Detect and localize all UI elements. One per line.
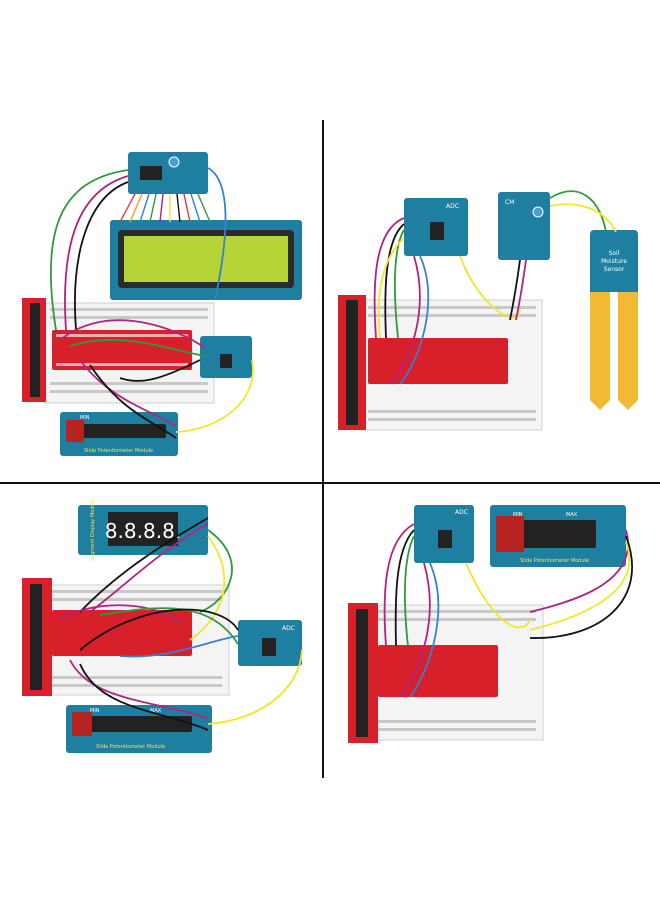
- adc-label: ADC: [446, 203, 459, 210]
- sensor-line2: Moisture: [601, 258, 627, 265]
- sensor-line3: Sensor: [604, 266, 625, 273]
- display-digits: 8.8.8.8.: [105, 519, 181, 543]
- soil-moisture-sensor: Soil Moisture Sensor: [590, 230, 638, 410]
- slide-pot-label: Slide Potentiometer Module: [96, 744, 165, 750]
- min-label: MIN: [80, 415, 90, 421]
- display-side-label: Segment Display Module: [90, 499, 96, 561]
- max-label: MAX: [566, 512, 578, 518]
- min-label: MIN: [90, 708, 100, 714]
- gpio-extension-board: [378, 645, 498, 697]
- i2c-backpack: [128, 152, 208, 194]
- slide-pot-label: Slide Potentiometer Module: [520, 558, 589, 564]
- sensor-line1: Soil: [609, 250, 620, 257]
- adc-label: ADC: [455, 509, 468, 516]
- slide-pot-label: Slide Potentiometer Module: [84, 448, 153, 454]
- quadrant-bottom-right: ADC MIN MAX Slide Potentiometer Module: [348, 505, 633, 743]
- min-label: MIN: [513, 512, 523, 518]
- quadrant-top-left: MIN Slide Potentiometer Module: [22, 152, 302, 456]
- quadrant-top-right: ADC CM Soil Moisture Sensor: [338, 190, 638, 431]
- adc-label: ADC: [282, 625, 295, 632]
- gpio-extension-board: [368, 338, 508, 384]
- cm-label: CM: [505, 199, 514, 206]
- quadrant-bottom-left: 8.8.8.8. Segment Display Module ADC MIN …: [22, 499, 303, 753]
- gpio-extension-board: [52, 330, 192, 370]
- max-label: MAX: [150, 708, 162, 714]
